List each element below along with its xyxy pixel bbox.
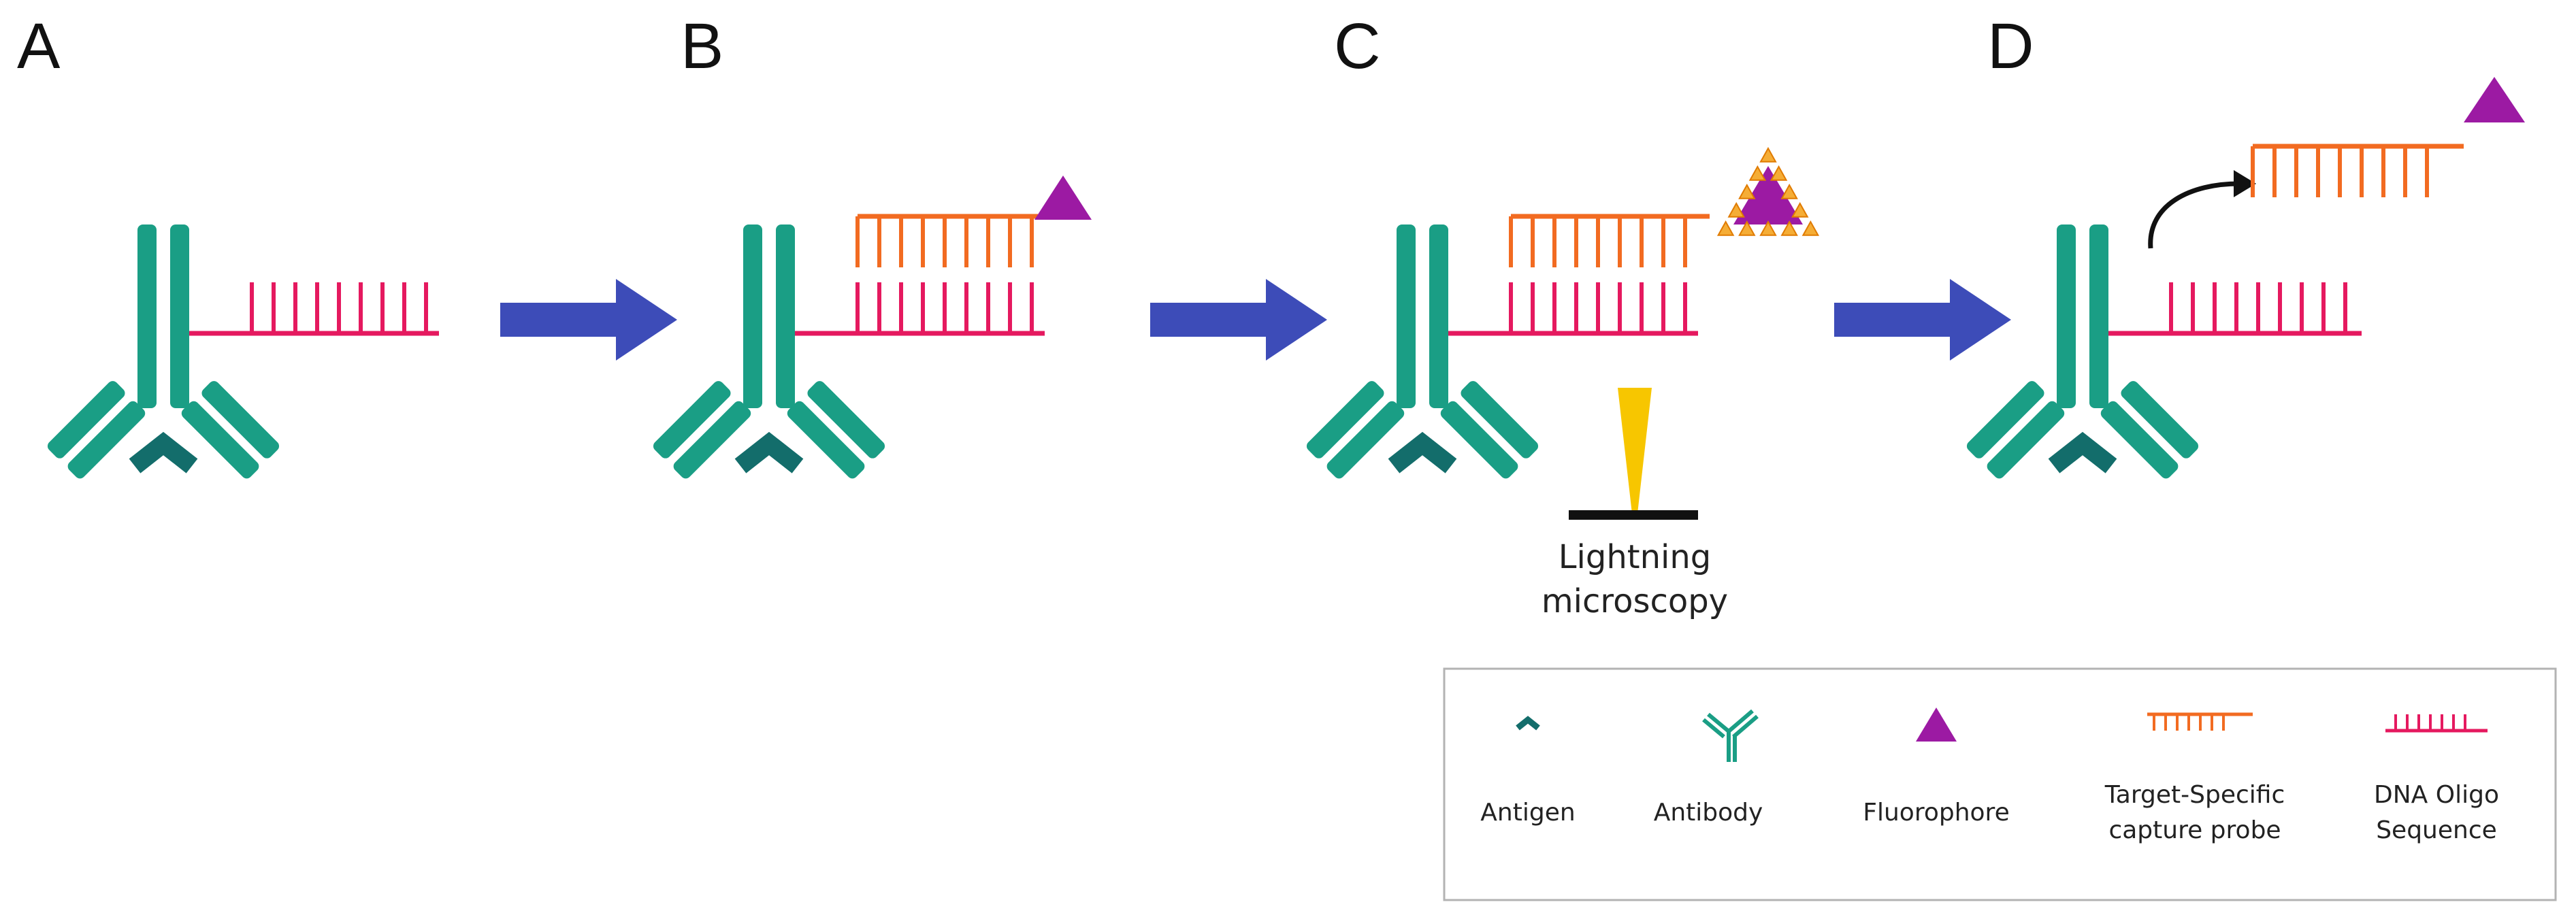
excitation-marker [1759,146,1777,163]
antibody-antigen-complex [651,224,887,481]
antigen-icon [1516,716,1540,731]
dna-oligo-sequence [2108,282,2362,336]
excitation-marker [1716,220,1735,236]
panel-label: A [17,10,61,82]
excitation-marker [1727,201,1745,218]
dna-oligo-sequence [1448,282,1698,336]
excitation-marker [1738,220,1756,236]
excitation-marker [1780,220,1798,236]
step-arrow [1834,279,2011,361]
legend-label: Fluorophore [1863,799,2009,827]
legend-label: Sequence [2376,816,2497,844]
fluorophore-triangle [1034,176,1092,220]
legend-label: Antigen [1480,799,1575,827]
target-specific-capture-probe [855,214,1038,267]
antibody-antigen-complex [1965,224,2201,481]
microscope-label-line2: microscopy [1542,582,1728,620]
legend-label: Target-Specific [2104,781,2285,809]
legend-item-fluorophore: Fluorophore [1863,708,2010,827]
legend-item-capture-probe: Target-Specific capture probe [2104,712,2285,844]
panel-d: D [1965,10,2525,481]
panel-b: B [651,10,1092,481]
antibody-antigen-complex [1305,224,1541,481]
released-capture-probe [2251,144,2464,197]
dna-oligo-sequence [795,282,1045,336]
panel-a: A [17,10,439,481]
capture-probe-icon [2147,712,2253,731]
legend-frame [1443,667,2557,901]
step-arrow [500,279,677,361]
legend-item-dna-oligo: DNA Oligo Sequence [2374,714,2499,844]
legend-label: DNA Oligo [2374,781,2499,809]
legend-label: capture probe [2108,816,2281,844]
excitation-marker [1738,183,1756,199]
excitation-marker [1801,220,1820,236]
step-arrow [1150,279,1327,361]
panel-label: D [1987,10,2034,82]
dna-oligo-icon [2385,714,2488,733]
panel-label: C [1334,10,1381,82]
lightning-microscope: Lightning microscopy [1542,388,1728,620]
legend-item-antibody: Antibody [1654,709,1763,827]
panel-c: C Lightning microscopy [1305,10,1820,620]
legend-item-antigen: Antigen [1480,716,1576,827]
release-arrow [2148,181,2240,249]
excitation-beam [1618,388,1652,514]
excited-fluorophore [1716,146,1820,236]
excitation-marker [1780,183,1798,199]
fluorophore-triangle [2464,77,2525,122]
release-arrowhead [2234,170,2256,197]
excitation-marker [1748,165,1767,181]
microscope-stage [1569,510,1698,520]
antibody-icon [1702,709,1759,762]
microscope-label-line1: Lightning [1559,538,1711,576]
excitation-marker [1770,165,1788,181]
legend-label: Antibody [1654,799,1763,827]
excitation-marker [1791,201,1809,218]
panel-label: B [681,10,723,82]
antibody-antigen-complex [46,224,282,481]
fluorophore-icon [1916,708,1957,742]
excitation-marker [1759,220,1777,236]
target-specific-capture-probe [1509,214,1710,267]
legend: Antigen Antibody Fluorophore Target-Spec… [1443,667,2557,901]
dna-oligo-sequence [189,282,439,336]
